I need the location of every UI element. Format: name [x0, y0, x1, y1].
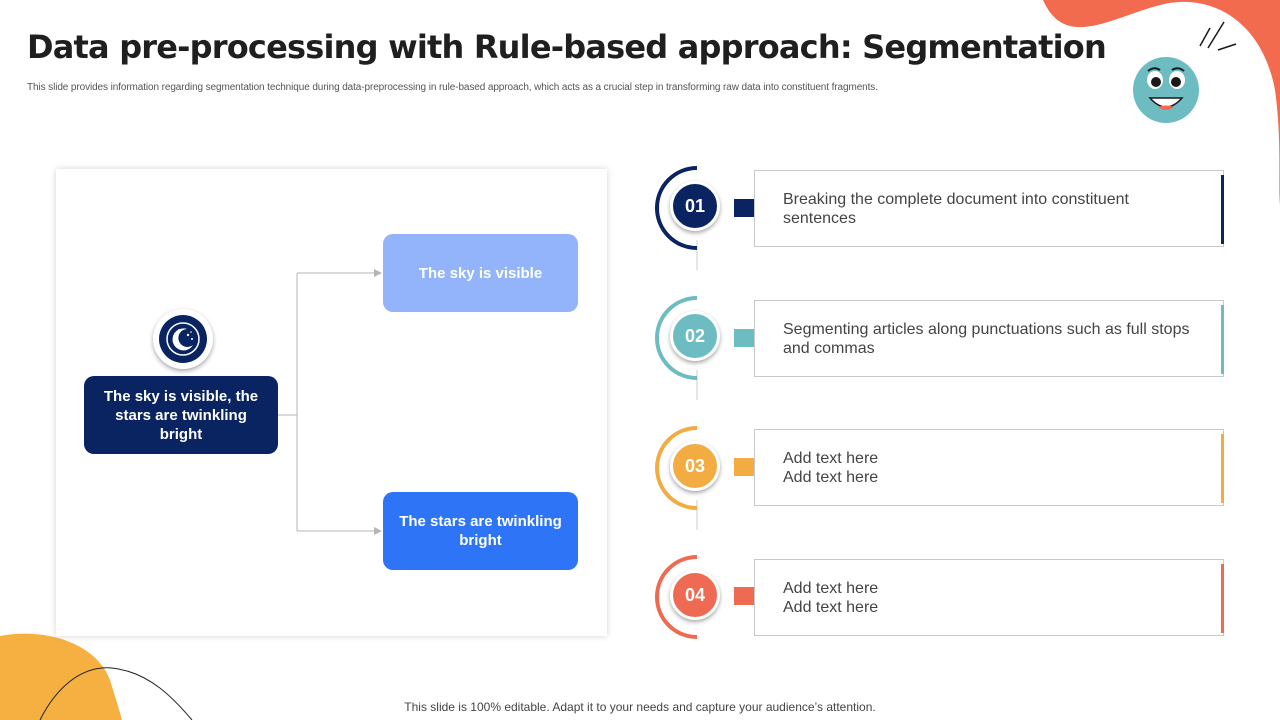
root-node: The sky is visible, the stars are twinkl… [84, 376, 278, 454]
step-accent-bar [1221, 564, 1224, 633]
face-motion-lines [1199, 21, 1237, 51]
step-number-01: 01 [670, 181, 720, 231]
step-card-03: Add text here Add text here [754, 429, 1224, 506]
step-number-02: 02 [670, 311, 720, 361]
step-text-03-line-1: Add text here [783, 449, 879, 467]
step-card-01: Breaking the complete document into cons… [754, 170, 1224, 247]
step-accent-bar [1221, 434, 1224, 503]
page-title: Data pre-processing with Rule-based appr… [27, 28, 1107, 66]
step-number-04: 04 [670, 570, 720, 620]
steps-timeline [655, 166, 760, 639]
step-text-01-line-1: Breaking the complete document into cons… [783, 190, 1129, 227]
step-accent-bar [1221, 305, 1224, 374]
footer-note: This slide is 100% editable. Adapt it to… [404, 700, 876, 714]
step-text-04-line-1: Add text here [783, 579, 879, 597]
page-subtitle: This slide provides information regardin… [27, 82, 878, 93]
moon-stars-icon [153, 309, 213, 369]
child-node-stars: The stars are twinkling bright [383, 492, 578, 570]
step-card-02: Segmenting articles along punctuations s… [754, 300, 1224, 377]
child-node-sky: The sky is visible [383, 234, 578, 312]
step-text-03-line-2: Add text here [783, 468, 879, 486]
smiley-face-icon [1130, 54, 1202, 126]
step-text-02-line-1: Segmenting articles along punctuations s… [783, 320, 1190, 338]
step-card-04: Add text here Add text here [754, 559, 1224, 636]
step-text-04-line-2: Add text here [783, 598, 879, 616]
step-accent-bar [1221, 175, 1224, 244]
step-text-02-line-2: and commas [783, 339, 875, 357]
step-number-03: 03 [670, 441, 720, 491]
